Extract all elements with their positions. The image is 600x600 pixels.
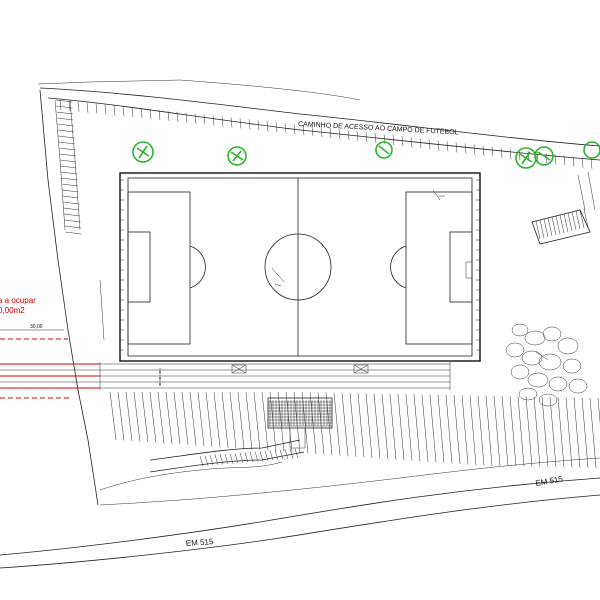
em515-right-label: EM 515 <box>535 474 564 488</box>
em515-bottom-label: EM 515 <box>186 537 215 548</box>
rock-pile <box>505 323 588 407</box>
lower-slope-hatching <box>109 391 600 468</box>
area-value-label: 0,00m2 <box>0 306 25 315</box>
left-boundary <box>39 89 105 506</box>
road-em515 <box>0 457 600 569</box>
grandstand <box>267 397 333 449</box>
football-pitch <box>119 172 481 362</box>
area-to-occupy-marking <box>0 329 100 399</box>
tree-icon <box>534 146 554 166</box>
left-slope-hatching <box>54 99 82 235</box>
access-road-label: CAMINHO DE ACESSO AO CAMPO DE FUTEBOL <box>298 121 459 136</box>
access-ramp <box>99 439 305 491</box>
area-title-label: a a ocupar <box>0 296 36 305</box>
right-structure <box>531 171 596 245</box>
running-track <box>0 362 451 390</box>
tree-icon <box>227 146 247 166</box>
tree-icon <box>583 141 600 159</box>
trees <box>132 141 600 169</box>
access-road <box>37 79 600 161</box>
dimension-label: 30,00 <box>30 324 43 330</box>
tree-icon <box>132 141 154 163</box>
tree-icon <box>515 147 537 169</box>
road-embankment-hatching <box>59 99 593 169</box>
tree-icon <box>375 141 393 159</box>
